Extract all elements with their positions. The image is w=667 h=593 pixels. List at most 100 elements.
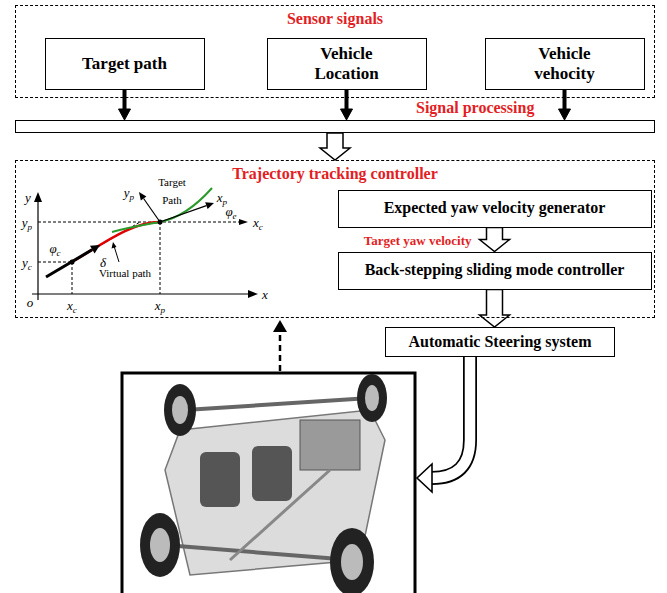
subscript: e <box>233 211 237 221</box>
process-box: Automatic Steering system <box>385 327 615 357</box>
label-anchor: xc <box>253 213 263 231</box>
subscript: c <box>28 262 32 272</box>
axis-arrowhead <box>239 219 248 225</box>
label-anchor: δ <box>100 253 106 271</box>
math-symbol: φe <box>225 204 236 219</box>
math-symbol: xp <box>155 298 165 313</box>
label-anchor: φe <box>225 202 236 220</box>
math-symbol: xc <box>253 215 263 230</box>
subscript: p <box>28 222 33 232</box>
math-symbol: x <box>262 287 268 302</box>
subscript: p <box>130 192 135 202</box>
figure-label: Virtual path <box>99 267 151 279</box>
math-symbol: xc <box>67 298 77 313</box>
box-label: Target path <box>82 54 167 74</box>
subscript: c <box>57 248 61 258</box>
seat <box>200 452 240 507</box>
label-anchor: o <box>27 293 34 311</box>
dashed-guide <box>160 222 161 294</box>
wheel-rim <box>172 396 188 424</box>
subscript: c <box>259 222 263 232</box>
virtual-path-curve <box>72 222 160 262</box>
box-label: Expected yaw velocity generator <box>384 199 606 217</box>
process-box: Target path <box>45 38 205 90</box>
wheel <box>140 513 180 577</box>
wheel-rim <box>365 385 379 411</box>
engine-block <box>300 420 360 470</box>
arrow-connector <box>559 90 571 121</box>
edge-label: Target yaw velocity <box>364 233 472 248</box>
front-axle <box>185 398 370 410</box>
dashed-guide <box>38 262 72 263</box>
bar-label: Signal processing <box>416 99 534 117</box>
dashed-feedback-arrow <box>279 331 282 371</box>
arrow-connector <box>480 290 510 328</box>
box-label: Automatic Steering system <box>408 333 591 351</box>
coordinate-figure <box>32 188 258 300</box>
seat <box>252 446 292 501</box>
wheel-rim <box>341 544 363 580</box>
box-label: Vehicle Location <box>302 44 392 83</box>
symbol-base: x <box>253 215 259 230</box>
label-anchor: Virtual path <box>99 263 151 281</box>
hollow-arrow-inner <box>431 356 470 478</box>
edge-label-anchor: Target yaw velocity <box>364 231 472 249</box>
subscript: c <box>73 305 77 315</box>
vehicle-heading-arrowhead <box>90 245 100 254</box>
process-box: Back-stepping sliding mode controller <box>338 252 652 290</box>
label-anchor: xc <box>67 296 77 314</box>
vehicle-point <box>70 260 75 265</box>
math-symbol: yc <box>22 255 32 270</box>
label-anchor: yp <box>124 183 134 201</box>
car-picture-frame <box>122 373 415 593</box>
symbol-base: φ <box>49 241 56 256</box>
axis-arrowhead <box>139 192 146 201</box>
frame-axis <box>144 199 160 223</box>
symbol-base: x <box>155 298 161 313</box>
hollow-arrow-outline <box>432 357 470 478</box>
arrow-connector <box>341 90 353 121</box>
math-symbol: δ <box>100 255 106 270</box>
label-anchor: xp <box>155 296 165 314</box>
arrow-connector <box>320 133 350 160</box>
symbol-base: y <box>22 215 28 230</box>
wheel <box>357 374 387 422</box>
rear-axle <box>165 545 352 560</box>
math-symbol: φc <box>49 241 60 256</box>
math-symbol: yp <box>22 215 32 230</box>
frame-axis <box>160 206 206 222</box>
symbol-base: y <box>22 255 28 270</box>
arrow-connector <box>480 228 510 252</box>
axis-arrowhead <box>248 290 258 298</box>
car-chassis-illustration <box>122 373 415 593</box>
process-box: Expected yaw velocity generator <box>338 190 652 228</box>
group-title: Sensor signals <box>16 10 654 28</box>
process-box: Vehicle vehocity <box>485 38 645 90</box>
label-anchor: y <box>25 188 31 206</box>
math-symbol: xp <box>217 190 227 205</box>
symbol-base: y <box>124 185 130 200</box>
process-box: Vehicle Location <box>267 38 427 90</box>
group-title: Trajectory tracking controller <box>16 165 654 183</box>
label-anchor: x <box>262 285 268 303</box>
dashed-guide <box>72 262 73 294</box>
box-label: Back-stepping sliding mode controller <box>365 261 625 279</box>
wheel <box>330 528 374 593</box>
hollow-arrowhead <box>417 464 432 492</box>
label-anchor: yc <box>22 253 32 271</box>
wheel <box>164 384 196 436</box>
drive-shaft <box>230 470 330 560</box>
math-symbol: y <box>25 190 31 205</box>
subscript: p <box>161 305 166 315</box>
math-symbol: o <box>27 295 34 310</box>
label-anchor: yp <box>22 213 32 231</box>
symbol-base: x <box>67 298 73 313</box>
axis-arrowhead <box>34 192 42 202</box>
dashed-group: Trajectory tracking controllerExpected y… <box>15 160 655 318</box>
box-label: Vehicle vehocity <box>520 44 610 83</box>
dashed-group: Sensor signalsTarget path Vehicle Locatio… <box>15 5 655 98</box>
